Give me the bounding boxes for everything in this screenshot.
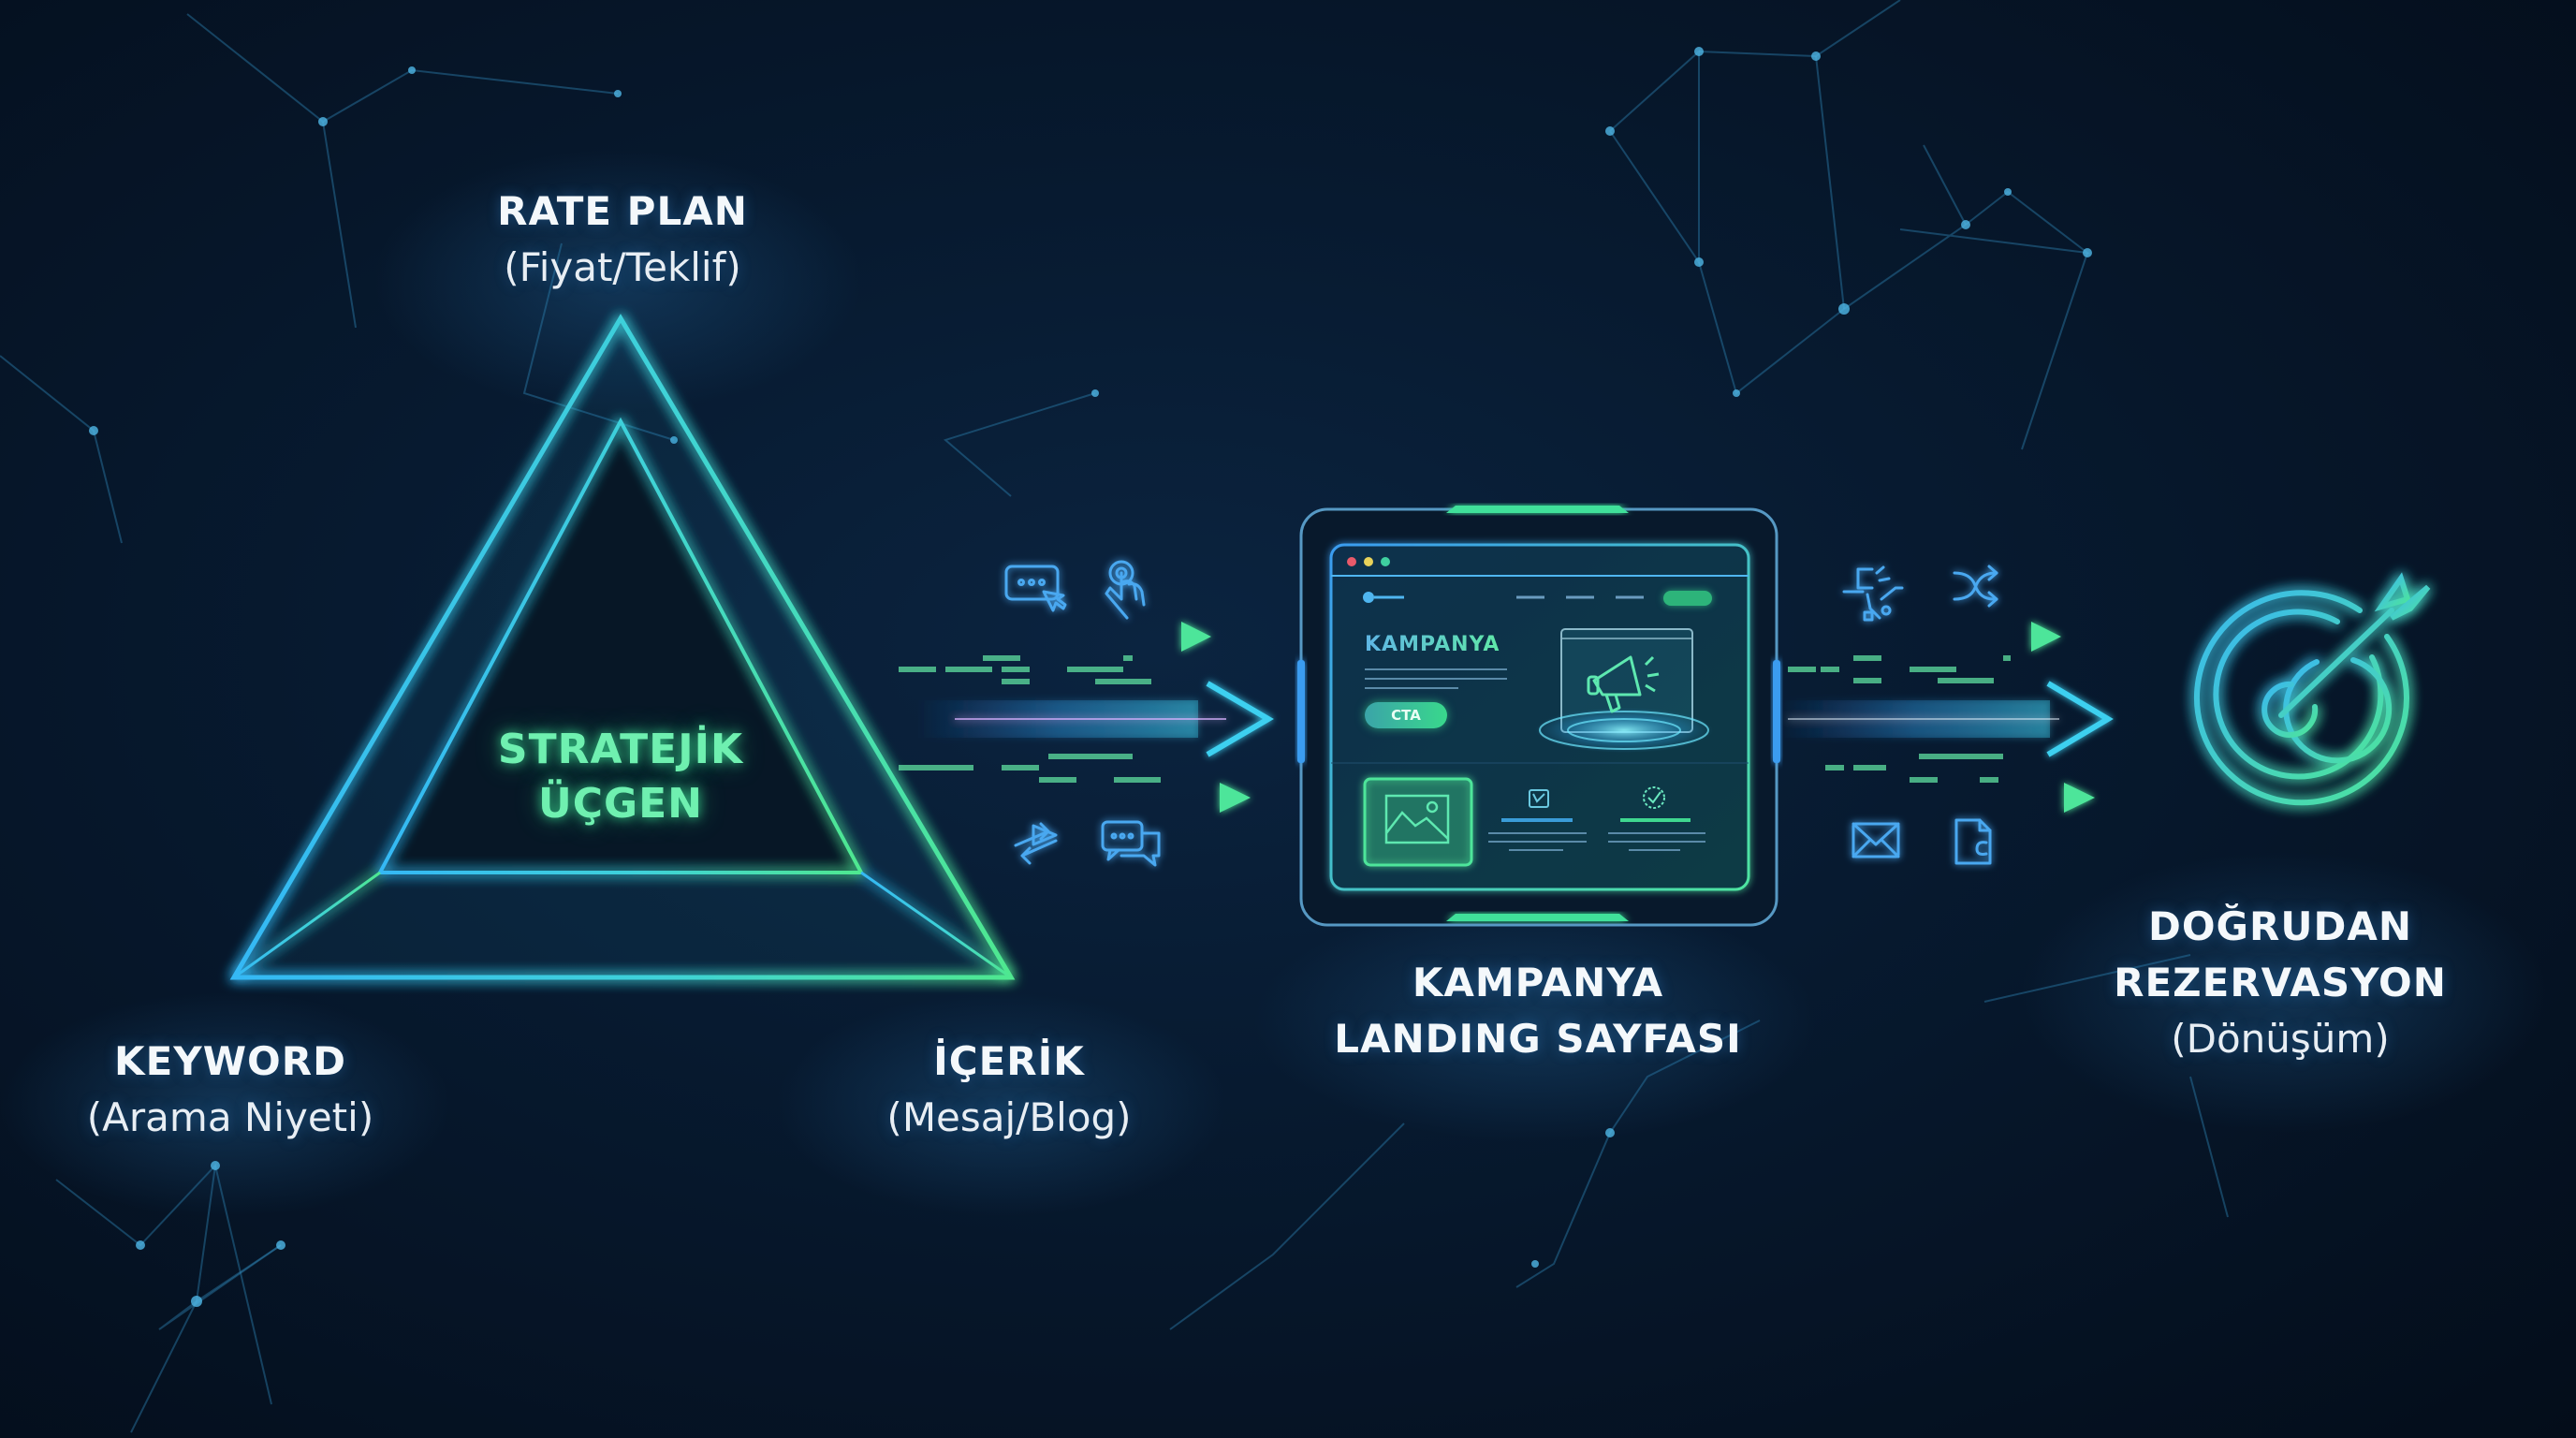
left-data-stream bbox=[899, 655, 1161, 783]
left-flow-arrows bbox=[871, 622, 1274, 813]
mockup-heading: KAMPANYA bbox=[1365, 633, 1500, 656]
right-data-stream bbox=[1788, 655, 2011, 783]
strategic-triangle-center-label: STRATEJİK ÜÇGEN bbox=[498, 723, 743, 831]
conversion-title-line1: DOĞRUDAN bbox=[2147, 903, 2413, 949]
rate-plan-title: RATE PLAN bbox=[497, 188, 748, 234]
workflow-icon bbox=[1529, 789, 1549, 808]
keyword-title: KEYWORD bbox=[114, 1038, 346, 1084]
envelope-icon bbox=[1852, 822, 1900, 858]
window-dot-red bbox=[1347, 557, 1356, 566]
vertex-label-rate-plan: RATE PLAN (Fiyat/Teklif) bbox=[497, 183, 748, 296]
logo-icon bbox=[1363, 592, 1374, 603]
landing-page-title-line1: KAMPANYA bbox=[1412, 960, 1664, 1005]
tap-hand-icon bbox=[1105, 560, 1146, 620]
landing-page-label: KAMPANYA LANDING SAYFASI bbox=[1334, 955, 1742, 1067]
swap-arrows-icon bbox=[1014, 822, 1058, 865]
conversion-title-line2: REZERVASYON bbox=[2114, 960, 2447, 1005]
center-label-line2: ÜÇGEN bbox=[537, 780, 704, 828]
landing-page-title-line2: LANDING SAYFASI bbox=[1334, 1016, 1742, 1062]
megaphone-icon bbox=[1587, 655, 1660, 713]
check-badge-icon bbox=[1643, 786, 1665, 809]
mockup-nav-pill bbox=[1663, 591, 1712, 606]
keyword-subtitle: (Arama Niyeti) bbox=[86, 1094, 374, 1140]
rate-plan-subtitle: (Fiyat/Teklif) bbox=[504, 244, 741, 290]
document-icon bbox=[1954, 818, 1992, 865]
center-label-line1: STRATEJİK bbox=[497, 726, 744, 773]
image-icon bbox=[1384, 794, 1450, 844]
chat-bubbles-icon bbox=[1101, 820, 1161, 867]
window-dot-green bbox=[1381, 557, 1390, 566]
shuffle-icon bbox=[1953, 565, 1998, 608]
vertex-label-keyword: KEYWORD (Arama Niyeti) bbox=[87, 1034, 373, 1146]
network-flow-icon bbox=[1842, 565, 1904, 622]
mockup-cta-button: CTA bbox=[1365, 702, 1447, 728]
conversion-label: DOĞRUDAN REZERVASYON (Dönüşüm) bbox=[2114, 899, 2447, 1067]
right-flow-arrows bbox=[1778, 622, 2114, 813]
icerik-title: İÇERİK bbox=[933, 1038, 1085, 1084]
chat-box-cursor-icon bbox=[1004, 565, 1067, 612]
vertex-label-icerik: İÇERİK (Mesaj/Blog) bbox=[886, 1034, 1131, 1146]
conversion-subtitle: (Dönüşüm) bbox=[2171, 1016, 2390, 1062]
window-dot-yellow bbox=[1364, 557, 1373, 566]
icerik-subtitle: (Mesaj/Blog) bbox=[886, 1094, 1132, 1140]
